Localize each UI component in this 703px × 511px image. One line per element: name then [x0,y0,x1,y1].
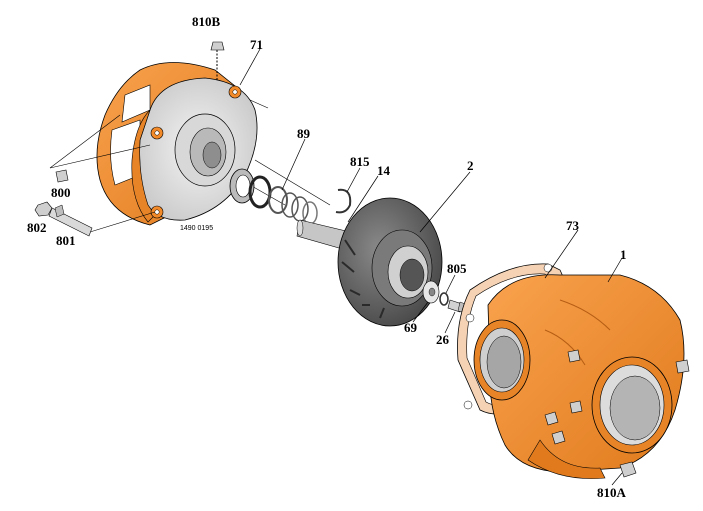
bracket-leader-lines [49,99,331,233]
label-69: 69 [404,320,418,335]
motor-bracket [96,62,258,226]
impeller [337,197,443,327]
label-leader-lines [239,48,623,486]
label-800: 800 [51,185,71,200]
label-810a: 810A [597,485,627,500]
drawing-number: 1490 0195 [180,225,213,232]
screw-810b [210,41,225,80]
label-26: 26 [436,332,450,347]
housing-plugs [544,349,690,445]
label-810b: 810B [192,14,221,29]
nut-802 [34,201,53,217]
shaft [296,219,351,251]
pump-housing [473,274,685,479]
label-89: 89 [297,126,311,141]
circlip-815 [335,188,352,214]
o-ring-805 [439,292,449,306]
label-2: 2 [467,158,474,173]
stud-801 [48,204,93,237]
label-802: 802 [27,220,47,235]
label-815: 815 [350,154,370,169]
mechanical-seal [229,168,318,225]
label-14: 14 [377,163,391,178]
drain-plug-810a [619,461,637,478]
label-71: 71 [250,37,263,52]
label-805: 805 [447,261,467,276]
washer-69 [422,280,440,304]
label-801: 801 [56,233,76,248]
label-73: 73 [566,218,580,233]
label-1: 1 [620,247,627,262]
bolt-800 [55,169,69,183]
